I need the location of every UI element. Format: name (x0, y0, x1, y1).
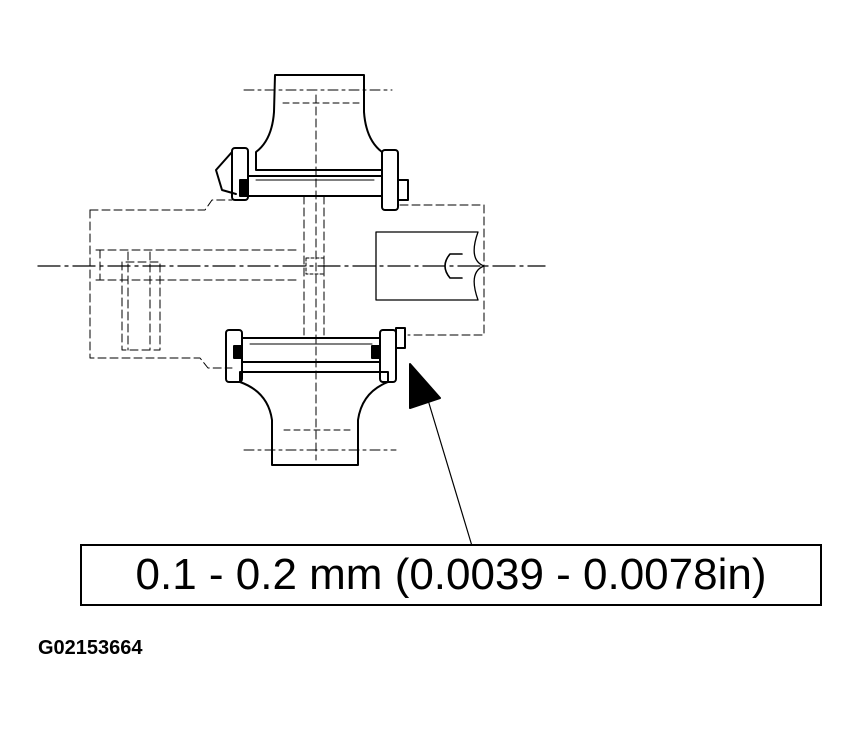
figure-id-label: G02153664 (38, 637, 143, 659)
pointer-leader-line (427, 399, 473, 547)
clearance-callout-box: 0.1 - 0.2 mm (0.0039 - 0.0078in) (80, 544, 822, 606)
right-housing-hidden (399, 204, 485, 336)
bottom-right-ring (371, 345, 381, 359)
top-snap-ring-right (397, 179, 409, 201)
top-yoke (255, 74, 383, 171)
bottom-cross-arm (241, 337, 381, 363)
left-housing-hidden (89, 199, 301, 369)
top-left-clip (215, 151, 237, 195)
cross-shaft-hidden (303, 195, 325, 336)
top-right-bearing-cap (381, 149, 399, 211)
bottom-yoke (239, 371, 389, 466)
top-left-bearing-cap (231, 147, 249, 201)
center-grease-fitting (305, 257, 325, 275)
bottom-left-ring (233, 345, 243, 359)
bottom-snap-ring-right (395, 327, 406, 349)
right-flange (375, 231, 485, 301)
pointer-arrowhead (409, 363, 441, 409)
top-left-ring (239, 179, 249, 197)
top-cross-arm (247, 175, 383, 197)
clearance-callout-text: 0.1 - 0.2 mm (0.0039 - 0.0078in) (135, 550, 767, 599)
right-fitting (444, 253, 463, 279)
